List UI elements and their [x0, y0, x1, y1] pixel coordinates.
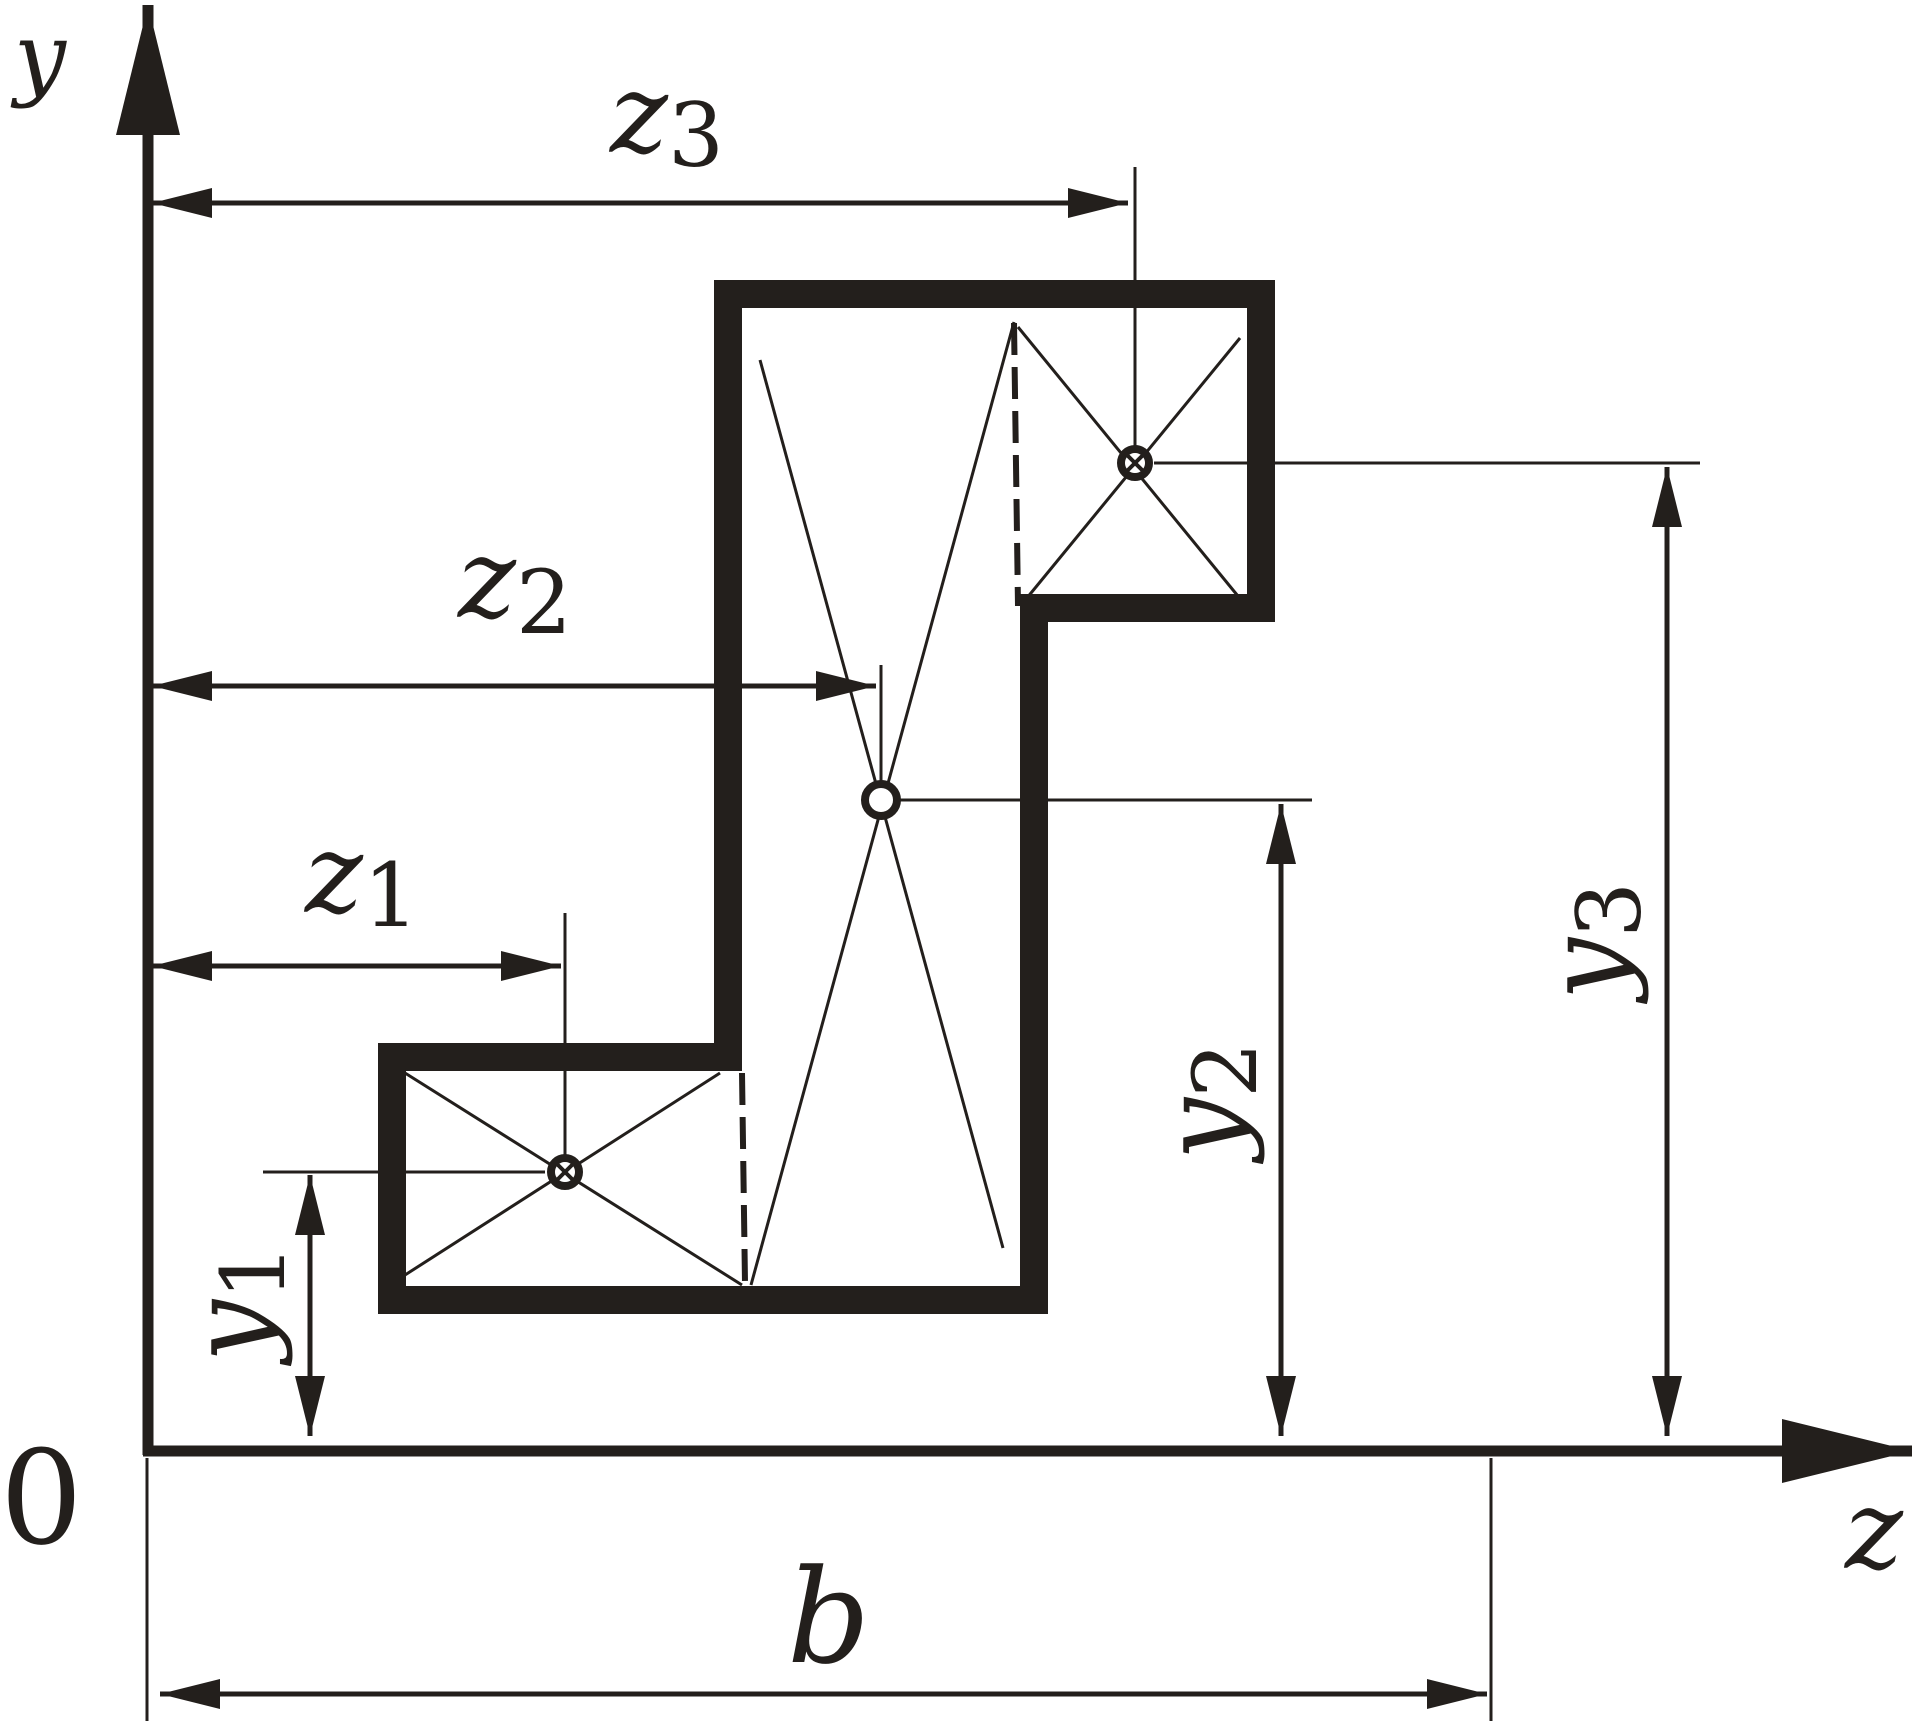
bottom-division-dashed-line: [739, 1072, 748, 1284]
centroids: [547, 445, 1153, 1190]
z-axis-label: z: [1843, 1466, 1904, 1594]
z2-label: z2: [456, 515, 572, 654]
z3-label: z3: [608, 50, 724, 187]
labels: y z 0 z3 z2 z1 y1 y2 y3 b: [0, 3, 1904, 1693]
division-lines: [739, 322, 1021, 1284]
y-axis-label: y: [10, 3, 67, 110]
centroid-1-marker: [547, 1154, 583, 1190]
top-division-dashed-line: [1011, 322, 1021, 607]
centroid-2-marker: [861, 780, 901, 820]
y3-label: y3: [1522, 882, 1661, 1005]
y2-label: y2: [1138, 1042, 1277, 1165]
construction-lines: [404, 321, 1244, 1287]
origin-label: 0: [0, 1422, 83, 1574]
axes: [116, 5, 1912, 1483]
b-label: b: [787, 1541, 870, 1693]
z-section-outline: [378, 280, 1275, 1314]
extension-lines: [145, 167, 1700, 1721]
z1-label: z1: [303, 810, 419, 947]
centroid-3-marker: [1117, 445, 1153, 481]
dimension-arrows: [152, 188, 1682, 1709]
y1-label: y1: [166, 1244, 305, 1367]
